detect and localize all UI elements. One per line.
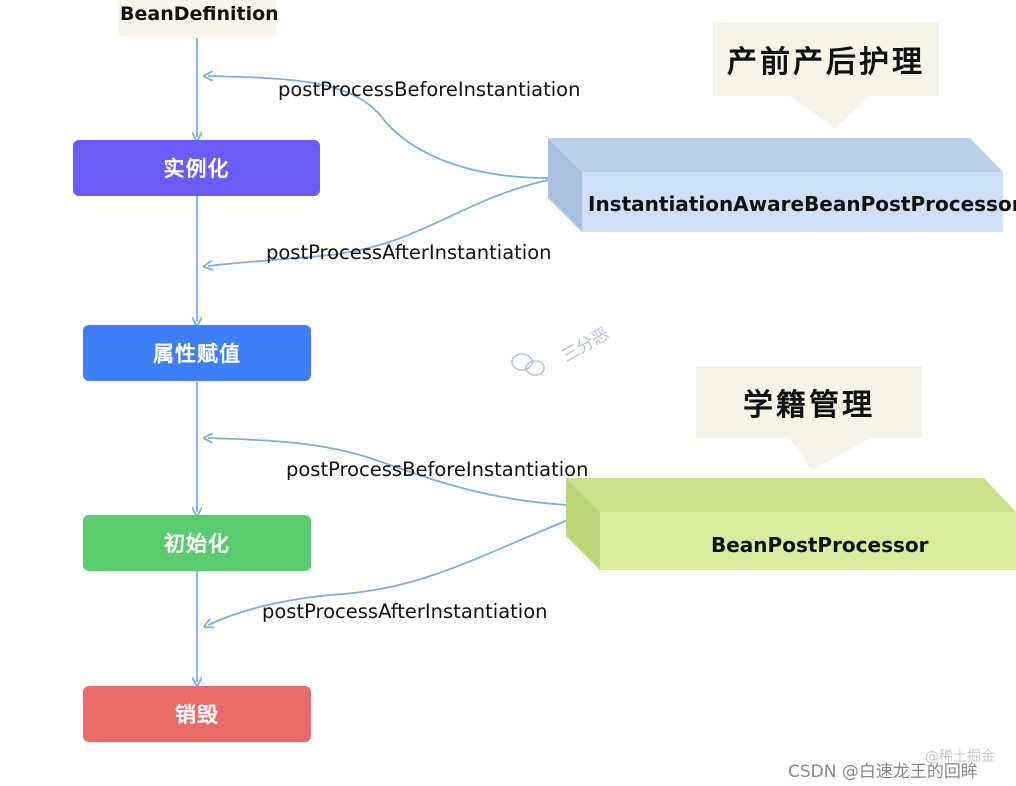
callout-bubble-2	[696, 366, 922, 470]
callout-text-2: 学籍管理	[743, 388, 875, 423]
callout-bubble-1	[713, 22, 939, 128]
wechat-icon	[511, 353, 545, 376]
before-instantiation-label-1: postProcessBeforeInstantiation	[278, 78, 581, 101]
csdn-credit: CSDN @白速龙王的回眸	[788, 762, 978, 782]
step-populate-properties: 属性赋值	[83, 325, 311, 381]
bean-definition-node: BeanDefinition	[118, 0, 279, 36]
bean-post-processor-block	[566, 478, 1016, 570]
juejin-credit: @稀土掘金	[925, 749, 995, 765]
before-arrow-1	[208, 76, 549, 179]
step-initialize: 初始化	[83, 515, 311, 571]
before-instantiation-label-2: postProcessBeforeInstantiation	[286, 458, 589, 481]
after-instantiation-label-1: postProcessAfterInstantiation	[266, 241, 552, 264]
instantiation-aware-processor-block	[548, 138, 1003, 232]
instantiation-aware-processor-label: InstantiationAwareBeanPostProcessor	[588, 192, 1016, 216]
after-arrow-1	[208, 179, 549, 266]
after-instantiation-label-2: postProcessAfterInstantiation	[262, 600, 548, 623]
before-arrow-2	[208, 438, 569, 506]
step-destroy: 销毁	[83, 686, 311, 742]
bean-post-processor-label: BeanPostProcessor	[711, 533, 929, 557]
callout-text-1: 产前产后护理	[727, 45, 925, 80]
step-instantiate: 实例化	[73, 140, 320, 196]
after-arrow-2	[208, 519, 569, 625]
